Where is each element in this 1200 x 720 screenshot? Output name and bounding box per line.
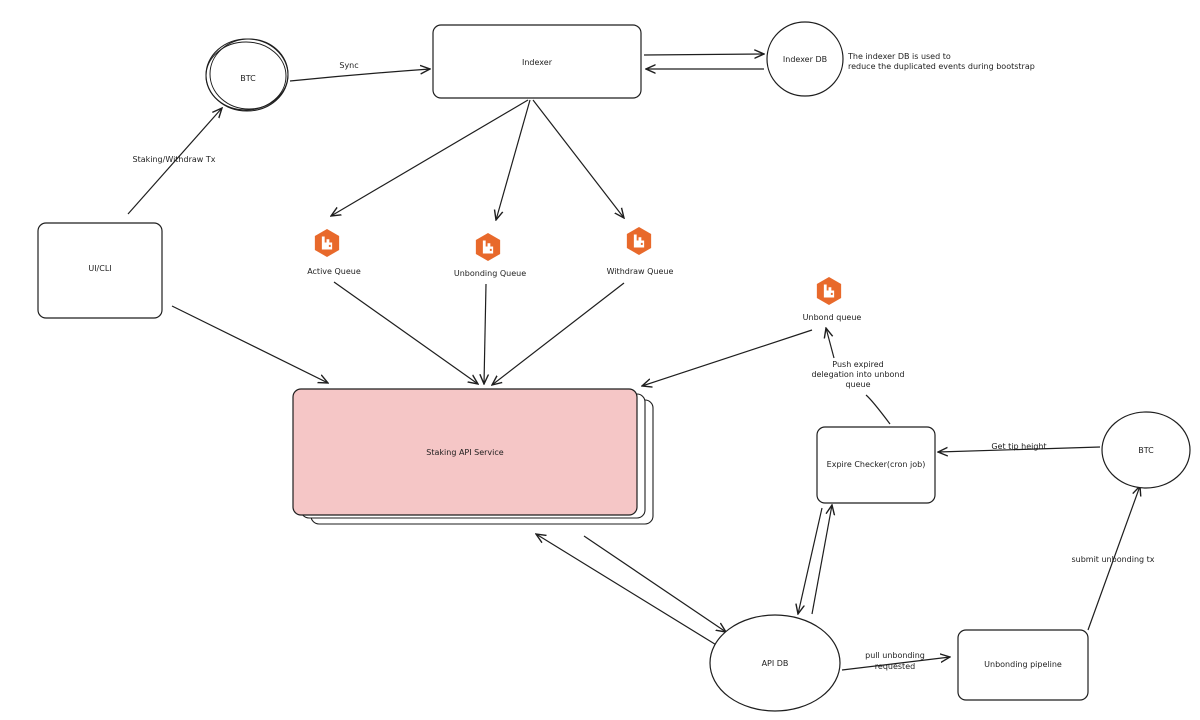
edge-ui-btc bbox=[127, 108, 222, 215]
edge-pipeline-btc bbox=[1087, 486, 1140, 631]
node-active-queue: Active Queue bbox=[307, 229, 361, 276]
indexer-label: Indexer bbox=[522, 58, 553, 67]
get-tip-height-label: Get tip height bbox=[991, 442, 1046, 451]
unbond-queue-label: Unbond queue bbox=[803, 313, 862, 322]
withdraw-queue-label: Withdraw Queue bbox=[607, 267, 674, 276]
unbonding-queue-label: Unbonding Queue bbox=[454, 269, 526, 278]
edge-indexer-withdraw bbox=[532, 99, 624, 218]
indexer-db-label: Indexer DB bbox=[783, 55, 827, 64]
ui-cli-label: UI/CLI bbox=[88, 264, 111, 273]
edge-apidb-pipeline bbox=[841, 657, 950, 671]
node-staking-api: Staking API Service bbox=[292, 388, 654, 525]
edge-api-apidb bbox=[583, 535, 726, 632]
node-indexer-db: Indexer DB bbox=[766, 21, 844, 97]
btc-top-label: BTC bbox=[240, 74, 256, 83]
node-ui-cli: UI/CLI bbox=[37, 222, 163, 319]
submit-unbonding-tx-label: submit unbonding tx bbox=[1071, 555, 1154, 564]
node-indexer: Indexer bbox=[432, 24, 642, 99]
node-btc-top: BTC bbox=[205, 38, 289, 112]
edge-btc-indexer bbox=[289, 69, 430, 82]
edge-expire-apidb bbox=[798, 507, 823, 614]
note-line-2: reduce the duplicated events during boot… bbox=[848, 62, 1035, 71]
staking-api-label: Staking API Service bbox=[426, 448, 504, 457]
edges bbox=[127, 54, 1140, 671]
push-expired-line2: delegation into unbond bbox=[811, 370, 904, 379]
node-unbonding-pipeline: Unbonding pipeline bbox=[957, 629, 1089, 701]
api-db-label: API DB bbox=[762, 659, 789, 668]
node-btc-right: BTC bbox=[1101, 411, 1191, 489]
push-expired-line1: Push expired bbox=[832, 360, 883, 369]
edge-indexer-active bbox=[331, 99, 529, 216]
edge-expire-unbondqueue-2 bbox=[826, 328, 835, 359]
edge-unbondqueue-api bbox=[642, 329, 813, 386]
node-api-db: API DB bbox=[709, 614, 841, 712]
edge-withdraw-api bbox=[492, 282, 625, 385]
active-queue-label: Active Queue bbox=[307, 267, 361, 276]
node-unbonding-queue: Unbonding Queue bbox=[454, 233, 526, 278]
edge-ui-api bbox=[171, 305, 328, 383]
edge-labels: Sync Staking/Withdraw Tx Push expired de… bbox=[133, 61, 1155, 671]
queue-icon bbox=[816, 277, 842, 305]
edge-indexer-unbonding bbox=[496, 99, 531, 220]
queue-icon bbox=[314, 229, 340, 257]
unbonding-pipeline-label: Unbonding pipeline bbox=[984, 660, 1062, 669]
node-expire-checker: Expire Checker(cron job) bbox=[816, 426, 936, 504]
expire-checker-label: Expire Checker(cron job) bbox=[827, 460, 926, 469]
push-expired-line3: queue bbox=[845, 380, 870, 389]
queue-icon bbox=[626, 227, 652, 255]
edge-active-api bbox=[333, 281, 478, 384]
queue-icon bbox=[475, 233, 501, 261]
edge-btc-expire bbox=[938, 446, 1101, 452]
node-unbond-queue: Unbond queue bbox=[803, 277, 862, 322]
pull-unbonding-line1: pull unbonding bbox=[865, 651, 925, 660]
indexer-db-note: The indexer DB is used to reduce the dup… bbox=[848, 52, 1058, 72]
edge-apidb-expire bbox=[811, 505, 832, 615]
staking-withdraw-tx-label: Staking/Withdraw Tx bbox=[133, 155, 216, 164]
edge-indexer-to-db bbox=[643, 54, 764, 55]
pull-unbonding-line2: requested bbox=[875, 662, 915, 671]
edge-expire-unbondqueue bbox=[865, 394, 891, 425]
sync-label: Sync bbox=[339, 61, 358, 70]
edge-unbonding-api bbox=[484, 283, 486, 384]
node-withdraw-queue: Withdraw Queue bbox=[607, 227, 674, 276]
note-line-1: The indexer DB is used to bbox=[848, 52, 951, 61]
btc-right-label: BTC bbox=[1138, 446, 1154, 455]
edge-apidb-api bbox=[536, 534, 719, 647]
